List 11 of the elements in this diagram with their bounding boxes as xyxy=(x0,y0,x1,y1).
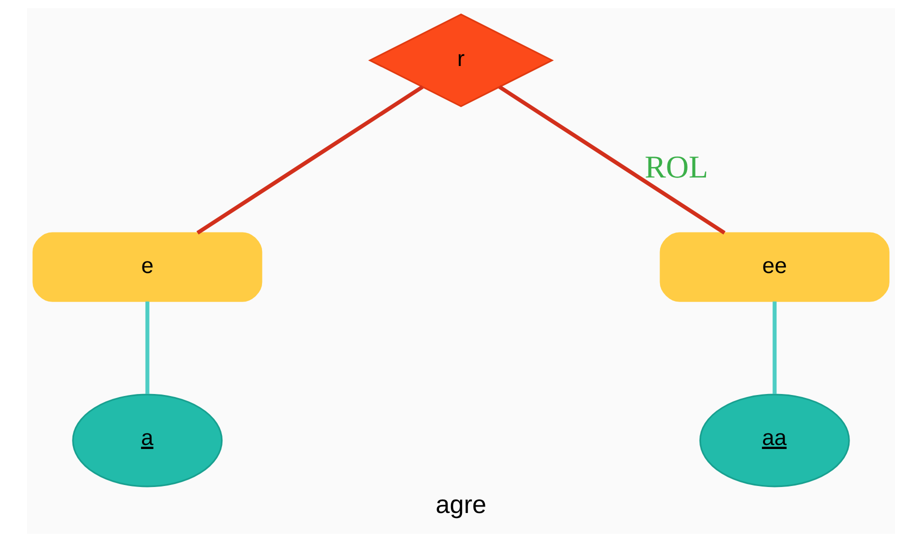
node-box: ee xyxy=(660,232,890,302)
node-ellipse: a xyxy=(72,394,223,488)
connector xyxy=(196,85,424,235)
caption: agre xyxy=(436,491,486,520)
connector xyxy=(772,301,777,394)
node-diamond: r xyxy=(368,14,554,108)
connector xyxy=(145,301,150,394)
connector xyxy=(498,85,726,235)
node-box: e xyxy=(32,232,262,302)
edge-label: ROL xyxy=(644,150,708,185)
node-ellipse: aa xyxy=(699,394,850,488)
